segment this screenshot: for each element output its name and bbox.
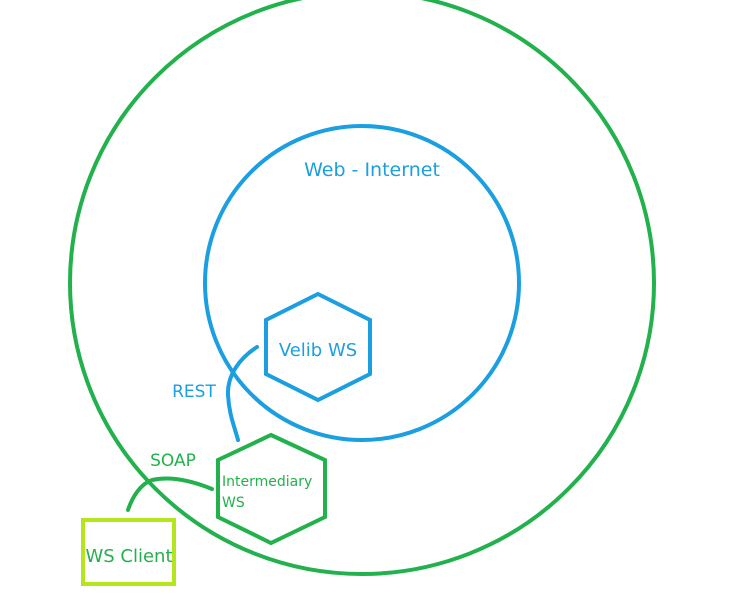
velib-ws-label: Velib WS [279,340,357,361]
outer-circle [68,0,656,576]
web-internet-label: Web - Internet [304,159,440,181]
web-internet-circle [203,124,521,442]
soap-label: SOAP [150,451,196,471]
intermediary-label-line2: WS [222,495,245,511]
ws-client-box [81,518,176,586]
velib-ws-hexagon [264,291,372,403]
ws-client-label: WS Client [85,546,172,567]
intermediary-ws-hexagon [216,432,327,546]
rest-label: REST [172,382,216,402]
rest-connector [225,345,259,442]
soap-connector [126,476,214,512]
intermediary-label-line1: Intermediary [222,474,312,490]
